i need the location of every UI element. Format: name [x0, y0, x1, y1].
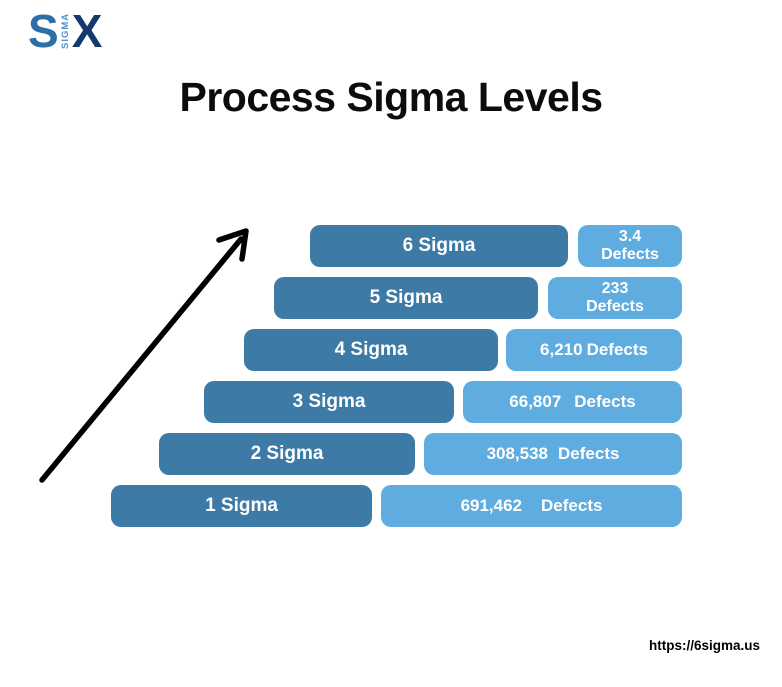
defects-bar-6: 3.4 Defects — [578, 225, 682, 267]
logo-letter-s: S — [28, 5, 59, 57]
defects-unit: Defects — [586, 340, 648, 359]
sigma-level-label: 5 Sigma — [369, 287, 443, 308]
logo-letter-x: X — [71, 5, 103, 57]
defects-value: 233 — [601, 280, 629, 298]
defects-unit: Defects — [541, 496, 603, 515]
sigma-level-label: 3 Sigma — [292, 391, 366, 412]
defects-unit: Defects — [601, 246, 659, 263]
defects-unit: Defects — [586, 298, 644, 315]
defects-value: 308,538 — [486, 444, 549, 463]
six-sigma-logo: S SIGMA X — [28, 5, 103, 57]
sigma-level-label: 6 Sigma — [402, 235, 476, 256]
defects-value: 3.4 — [618, 228, 642, 246]
sigma-level-bar-5: 5 Sigma — [274, 277, 538, 319]
defects-value: 6,210 — [540, 340, 583, 359]
sigma-level-bar-6: 6 Sigma — [310, 225, 568, 267]
defects-unit: Defects — [574, 392, 636, 411]
defects-bar-3: 66,807 Defects — [463, 381, 682, 423]
sigma-level-label: 2 Sigma — [250, 443, 324, 464]
defects-bar-5: 233 Defects — [548, 277, 682, 319]
sigma-level-bar-1: 1 Sigma — [111, 485, 372, 527]
defects-bar-2: 308,538 Defects — [424, 433, 682, 475]
sigma-level-label: 4 Sigma — [334, 339, 408, 360]
sigma-level-bar-4: 4 Sigma — [244, 329, 498, 371]
sigma-level-bar-2: 2 Sigma — [159, 433, 415, 475]
defects-bar-4: 6,210 Defects — [506, 329, 682, 371]
defects-value: 66,807 — [509, 392, 562, 411]
defects-value: 691,462 — [460, 496, 523, 515]
defects-unit: Defects — [558, 444, 620, 463]
defects-bar-1: 691,462 Defects — [381, 485, 682, 527]
sigma-level-bar-3: 3 Sigma — [204, 381, 454, 423]
page-title: Process Sigma Levels — [179, 74, 603, 120]
logo-sigma-vertical-text: SIGMA — [59, 12, 71, 49]
website-url: https://6sigma.us — [648, 638, 760, 653]
sigma-level-label: 1 Sigma — [205, 495, 278, 516]
